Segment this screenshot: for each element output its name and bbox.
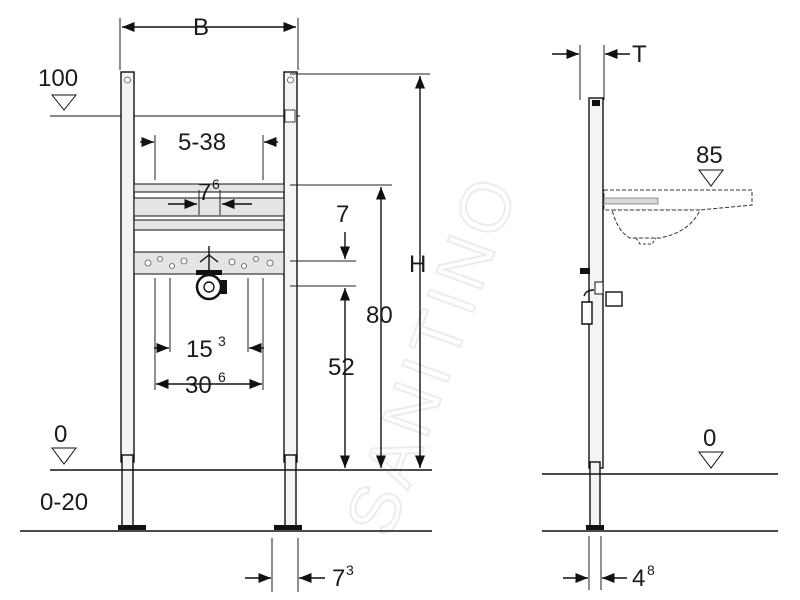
depth-label: T (632, 41, 647, 68)
wash-basin (603, 189, 753, 245)
upper-rail (133, 183, 285, 193)
height-80-label: 80 (366, 302, 393, 329)
pipe-spacing-sup: 3 (218, 333, 226, 349)
rail-holes (144, 256, 274, 269)
left-post (120, 71, 135, 463)
bracket-gap-label: 7 (198, 179, 211, 206)
total-height-label: H (409, 251, 426, 278)
waste-outlet-fitting (195, 246, 227, 301)
level-floor-front-label: 0 (54, 421, 67, 448)
pipe-spacing-label: 15 (186, 336, 213, 363)
fixing-gap-label: 7 (336, 201, 349, 228)
side-trap (581, 289, 623, 325)
pipe-outer-label: 30 (185, 372, 212, 399)
level-top-marker (50, 94, 78, 111)
right-post (283, 71, 298, 463)
foot-offset-label: 7 (332, 565, 345, 592)
pipe-outer-sup: 6 (218, 369, 226, 385)
watermark: SANITINO (331, 163, 534, 545)
floor-range-label: 0-20 (40, 489, 88, 516)
side-foot-label: 4 (632, 565, 645, 592)
basin-height-label: 85 (696, 142, 723, 169)
foot-offset-sup: 3 (346, 562, 354, 578)
bracket-gap-sup: 6 (212, 176, 220, 192)
level-floor-side-label: 0 (703, 425, 716, 452)
side-foot-sup: 8 (647, 562, 655, 578)
side-view: T 85 0 4 (542, 41, 778, 592)
width-label: B (193, 14, 209, 41)
front-view: B 100 (20, 14, 432, 592)
level-top-label: 100 (38, 65, 78, 92)
height-52-label: 52 (328, 354, 355, 381)
bracket-spacing-label: 5-38 (178, 129, 226, 156)
